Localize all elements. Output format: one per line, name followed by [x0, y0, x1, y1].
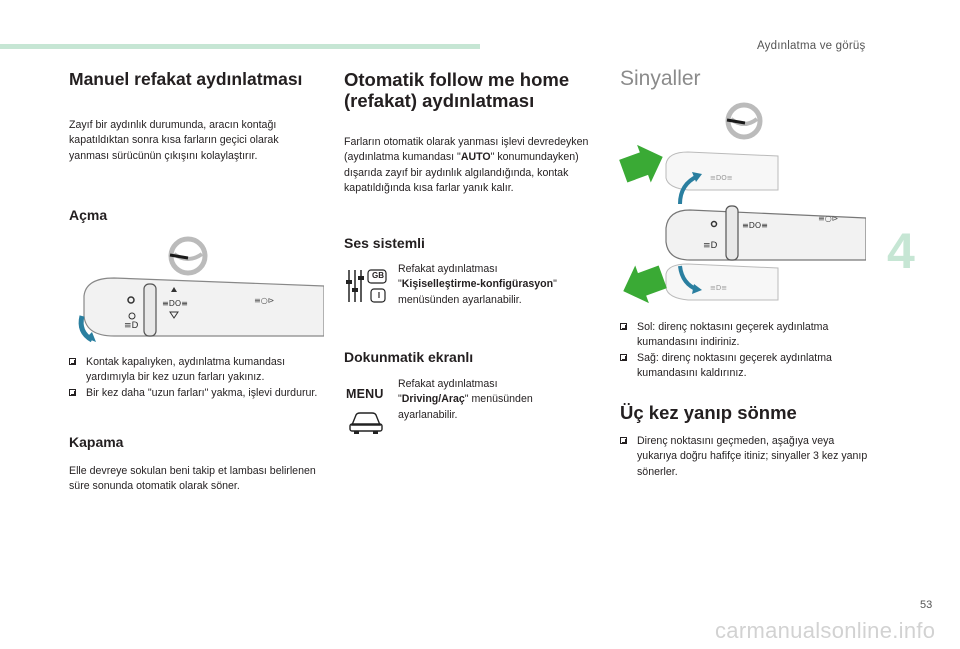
svg-text:≡○⊳: ≡○⊳	[818, 214, 839, 223]
dokunmatik-title: Dokunmatik ekranlı	[344, 349, 474, 365]
manual-escort-title: Manuel refakat aydınlatması	[69, 69, 303, 89]
checkbox-bullet-icon	[620, 437, 627, 444]
ses-title: Ses sistemli	[344, 235, 425, 251]
svg-text:≡DO≡: ≡DO≡	[742, 221, 768, 230]
svg-text:≡○⊳: ≡○⊳	[254, 296, 275, 305]
acma-title: Açma	[69, 207, 108, 223]
chapter-number: 4	[887, 223, 915, 279]
ses-text: Refakat aydınlatması "Kişiselleştirme-ko…	[398, 263, 557, 306]
turn-signal-stalk-illustration: ≡DO≡ ≡D ≡DO≡ ≡○⊳ ≡D≡	[619, 102, 866, 304]
header-title: Aydınlatma ve görüş	[757, 40, 866, 52]
manual-escort-intro: Zayıf bir aydınlık durumunda, aracın kon…	[69, 119, 279, 162]
list-item: Kontak kapalıyken, aydınlatma kumandası …	[69, 355, 319, 386]
checkbox-bullet-icon	[620, 323, 627, 330]
svg-text:≡DO≡: ≡DO≡	[162, 299, 188, 308]
uc-kez-title: Üç kez yanıp sönme	[620, 402, 797, 423]
list-item: Sol: direnç noktasını geçerek aydınlatma…	[620, 320, 875, 351]
steering-wheel-icon	[168, 236, 208, 276]
steering-wheel-icon	[725, 102, 763, 140]
list-item: Direnç noktasını geçmeden, aşağıya veya …	[620, 434, 875, 480]
arrow-left-green-icon	[623, 265, 667, 304]
list-item: Sağ: direnç noktasını geçerek aydınlatma…	[620, 351, 875, 382]
arrow-right-green-icon	[619, 144, 663, 183]
svg-text:≡DO≡: ≡DO≡	[710, 174, 733, 182]
sinyaller-title: Sinyaller	[620, 67, 701, 90]
lighting-stalk-illustration: ≡D ≡DO≡ ≡○⊳	[78, 236, 324, 343]
auto-follow-intro: Farların otomatik olarak yanması işlevi …	[344, 136, 589, 195]
header-accent-bar	[0, 44, 480, 49]
page-number: 53	[920, 599, 933, 611]
dokunmatik-text: Refakat aydınlatması "Driving/Araç" menü…	[398, 378, 533, 421]
svg-text:≡D≡: ≡D≡	[710, 284, 727, 292]
auto-follow-title: Otomatik follow me home (refakat) aydınl…	[344, 69, 570, 111]
settings-sliders-icon	[346, 269, 387, 303]
menu-button-icon: MENU	[346, 387, 384, 401]
uc-kez-bullets: Direnç noktasını geçmeden, aşağıya veya …	[620, 434, 875, 480]
svg-text:≡D: ≡D	[703, 241, 718, 251]
i-label: I	[377, 291, 381, 300]
acma-bullets: Kontak kapalıyken, aydınlatma kumandası …	[69, 355, 319, 401]
gb-label: GB	[372, 271, 384, 280]
kapama-text: Elle devreye sokulan beni takip et lamba…	[69, 465, 316, 493]
kapama-title: Kapama	[69, 434, 124, 450]
sinyaller-bullets: Sol: direnç noktasını geçerek aydınlatma…	[620, 320, 875, 382]
footer-watermark: carmanualsonline.info	[715, 618, 936, 643]
checkbox-bullet-icon	[620, 353, 627, 361]
list-item: Bir kez daha "uzun farları" yakma, işlev…	[69, 386, 319, 401]
svg-text:≡D: ≡D	[124, 321, 139, 331]
car-icon	[349, 412, 383, 434]
checkbox-bullet-icon	[69, 388, 76, 396]
checkbox-bullet-icon	[69, 358, 76, 365]
